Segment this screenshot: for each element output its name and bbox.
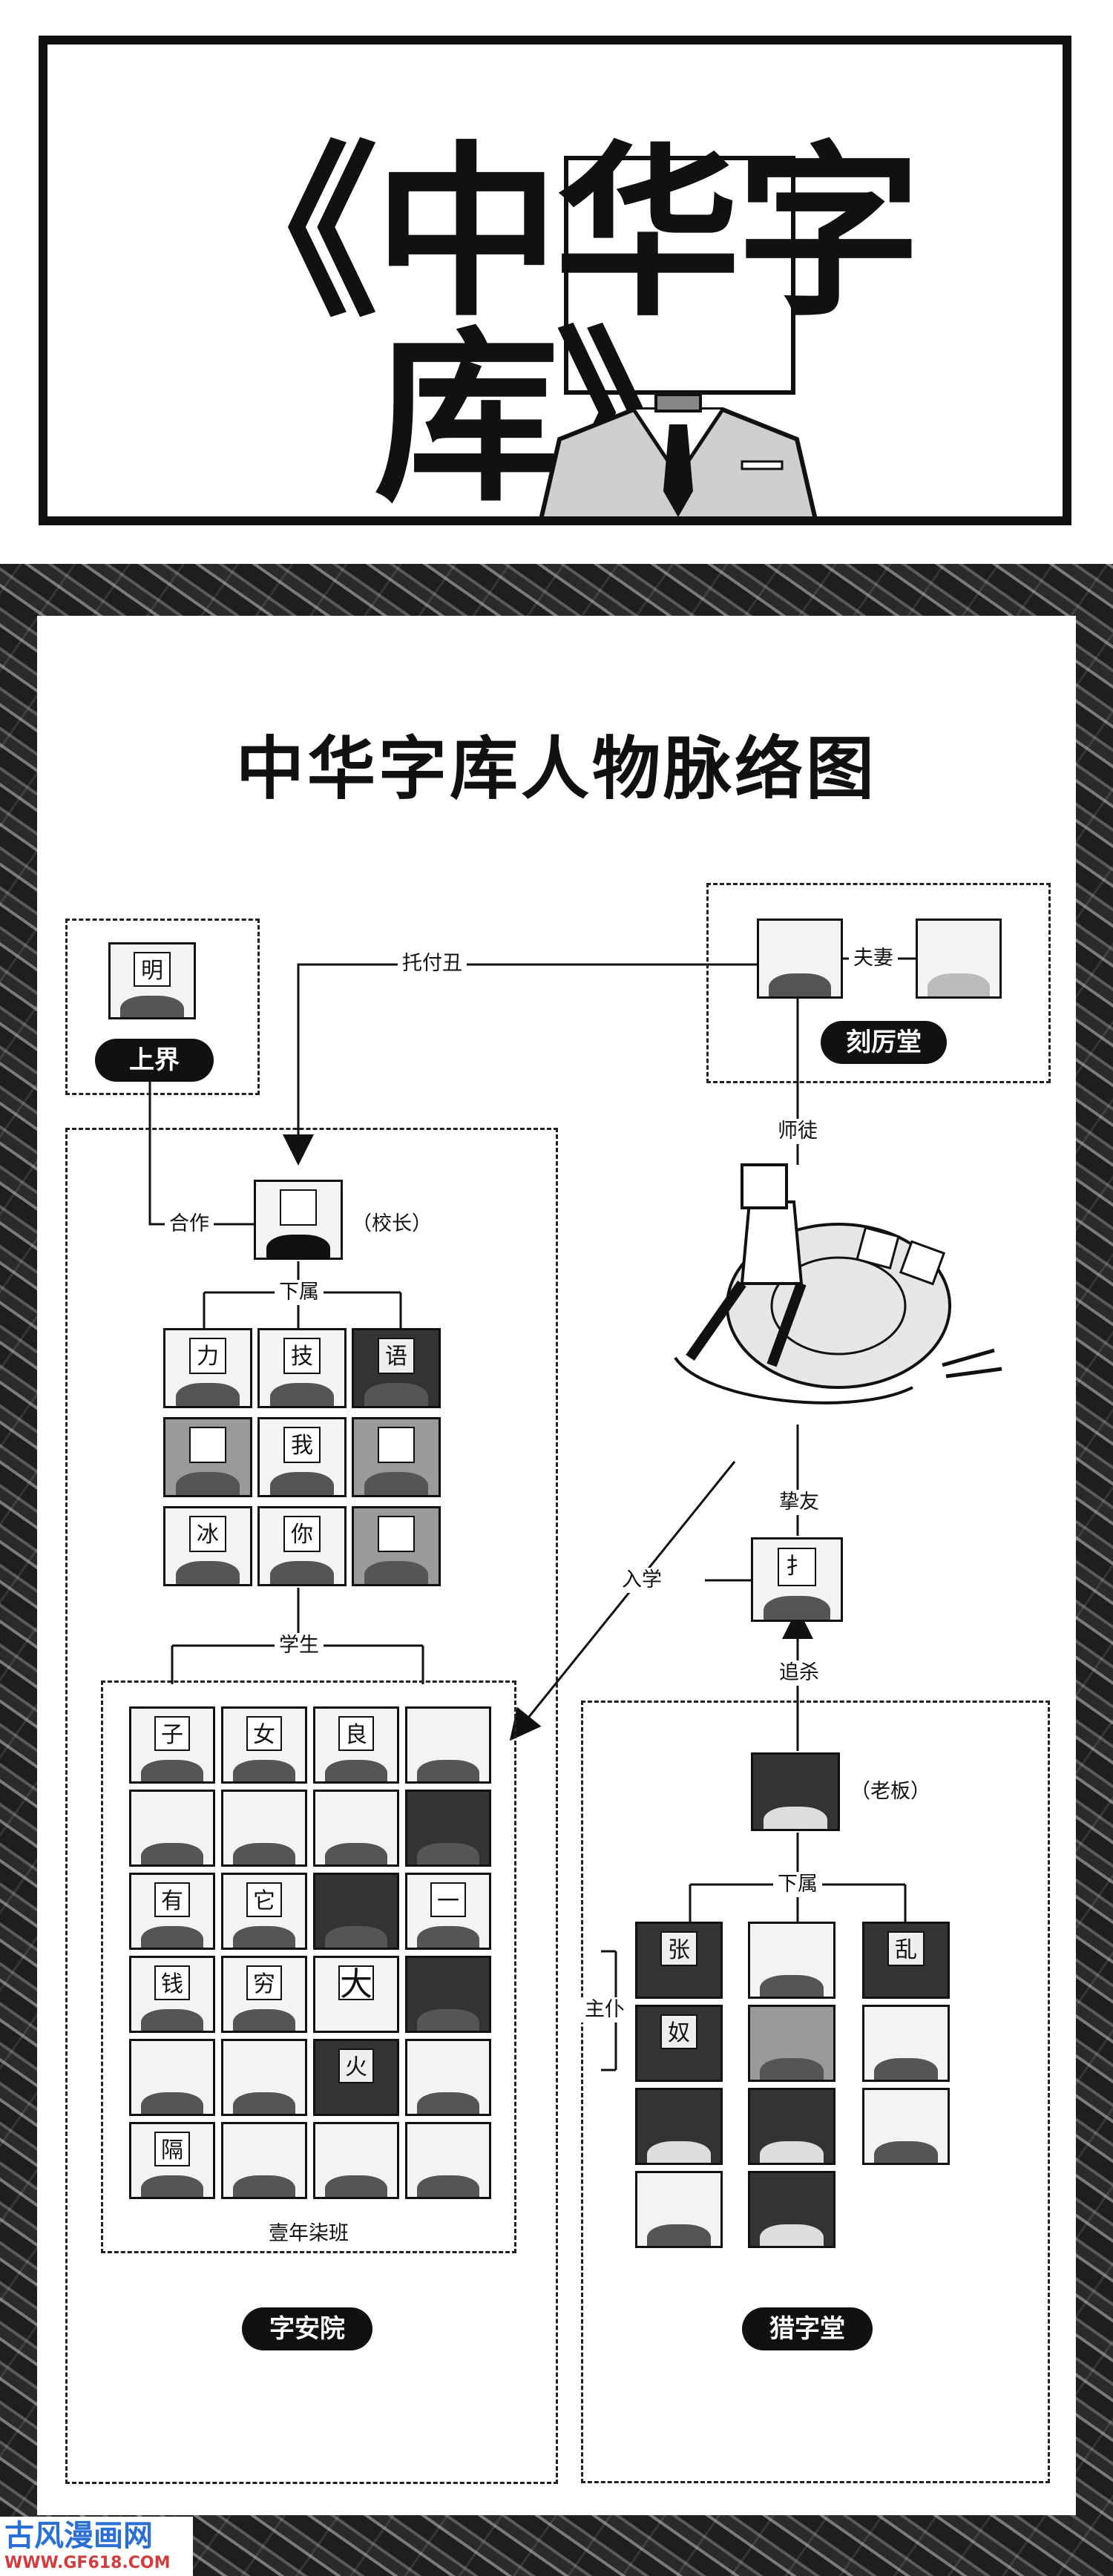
relation-xiashu-2: 下属 <box>773 1872 822 1897</box>
relation-xiashu: 下属 <box>275 1280 324 1305</box>
avatar-keli-master <box>757 919 843 999</box>
group-upper-realm <box>65 919 260 1095</box>
hunter-avatar <box>748 2171 835 2248</box>
hunter-avatar <box>748 2005 835 2082</box>
subordinate-avatar: 冰 <box>163 1506 252 1586</box>
avatar-keli-wife <box>916 919 1002 999</box>
relation-fuqi: 夫妻 <box>849 946 898 971</box>
subordinates-grid: 力 技 语 我 冰 你 <box>163 1328 441 1588</box>
suit-illustration <box>539 395 818 516</box>
student-avatar <box>313 1790 399 1867</box>
relation-boss: （老板） <box>846 1779 935 1804</box>
student-avatar <box>129 1790 215 1867</box>
avatar-hunter-boss <box>751 1752 840 1831</box>
title-banner: 《中华字库》 <box>39 36 1071 525</box>
group-liezi-hall <box>581 1701 1050 2483</box>
avatar-upper-god: 明 <box>108 942 196 1019</box>
student-avatar <box>313 1873 399 1950</box>
subordinate-avatar: 技 <box>257 1328 347 1408</box>
chart-title: 中华字库人物脉络图 <box>235 729 877 809</box>
subordinate-avatar <box>163 1417 252 1497</box>
student-avatar: 钱 <box>129 1956 215 2033</box>
student-avatar <box>129 2039 215 2116</box>
student-avatar: 大 <box>313 1956 399 2033</box>
relation-principal: （校长） <box>347 1212 436 1237</box>
student-avatar <box>221 1790 307 1867</box>
student-avatar: 女 <box>221 1706 307 1784</box>
title-left: 《中华 <box>193 125 741 341</box>
student-avatar: 火 <box>313 2039 399 2116</box>
relation-tuofu: 托付丑 <box>398 951 467 976</box>
relation-zhuisha: 追杀 <box>775 1660 824 1686</box>
hunter-avatar <box>748 1922 835 1999</box>
label-upper-realm: 上界 <box>95 1039 214 1082</box>
relation-zhiyou: 挚友 <box>775 1490 824 1515</box>
watermark-site: 古风漫画网 <box>4 2519 153 2553</box>
student-avatar: 隔 <box>129 2122 215 2199</box>
site-watermark: 古风漫画网 WWW.GF618.COM <box>0 2517 193 2576</box>
subordinate-avatar: 我 <box>257 1417 347 1497</box>
protagonist-illustration <box>674 1163 1002 1404</box>
label-ziyan-academy: 字安院 <box>242 2307 372 2350</box>
hunter-avatar <box>635 2088 723 2165</box>
relation-ruxue: 入学 <box>617 1568 666 1593</box>
title-char: 字 <box>736 125 922 341</box>
group-keli-hall <box>706 883 1051 1083</box>
student-avatar <box>313 2122 399 2199</box>
relationship-chart-panel: 中华字库人物脉络图 <box>37 616 1076 2515</box>
label-liezi-hall: 猎字堂 <box>742 2307 873 2350</box>
watermark-url: WWW.GF618.COM <box>4 2554 171 2572</box>
label-keli-hall: 刻厉堂 <box>821 1021 947 1064</box>
student-avatar: 穷 <box>221 1956 307 2033</box>
relation-hezuo: 合作 <box>165 1212 214 1237</box>
connector-lines <box>148 957 1002 2071</box>
student-avatar <box>405 1956 491 2033</box>
subordinate-avatar: 力 <box>163 1328 252 1408</box>
avatar-principal <box>254 1180 343 1260</box>
relation-xuesheng: 学生 <box>275 1633 324 1658</box>
students-grid: 子 女 良 有 它 一 钱 穷 大 火 隔 <box>129 1706 491 2208</box>
student-avatar: 它 <box>221 1873 307 1950</box>
hunter-avatar <box>635 2171 723 2248</box>
student-avatar <box>221 2122 307 2199</box>
character-cube-head <box>564 156 795 395</box>
subordinate-avatar: 语 <box>352 1328 441 1408</box>
subordinate-avatar <box>352 1417 441 1497</box>
student-avatar <box>221 2039 307 2116</box>
student-avatar: 一 <box>405 1873 491 1950</box>
hunter-avatar <box>748 2088 835 2165</box>
hunter-avatar <box>862 2088 950 2165</box>
relation-zhupu: 主仆 <box>580 1997 629 2023</box>
hunter-avatar: 乱 <box>862 1922 950 1999</box>
student-avatar <box>405 1706 491 1784</box>
student-avatar: 子 <box>129 1706 215 1784</box>
subordinate-avatar: 你 <box>257 1506 347 1586</box>
student-avatar: 有 <box>129 1873 215 1950</box>
class-name: 壹年柒班 <box>269 2222 349 2245</box>
student-avatar <box>405 2122 491 2199</box>
student-avatar <box>405 1790 491 1867</box>
hunter-avatar <box>862 2005 950 2082</box>
student-avatar: 良 <box>313 1706 399 1784</box>
group-ziyan-academy <box>65 1128 558 2484</box>
student-avatar <box>405 2039 491 2116</box>
hunters-grid: 张 乱 奴 <box>635 1922 950 2250</box>
group-students-class <box>101 1680 516 2253</box>
avatar-friend: 扌 <box>751 1537 843 1622</box>
subordinate-avatar <box>352 1506 441 1586</box>
relation-shitu: 师徒 <box>773 1119 822 1144</box>
hunter-avatar: 奴 <box>635 2005 723 2082</box>
hunter-avatar: 张 <box>635 1922 723 1999</box>
